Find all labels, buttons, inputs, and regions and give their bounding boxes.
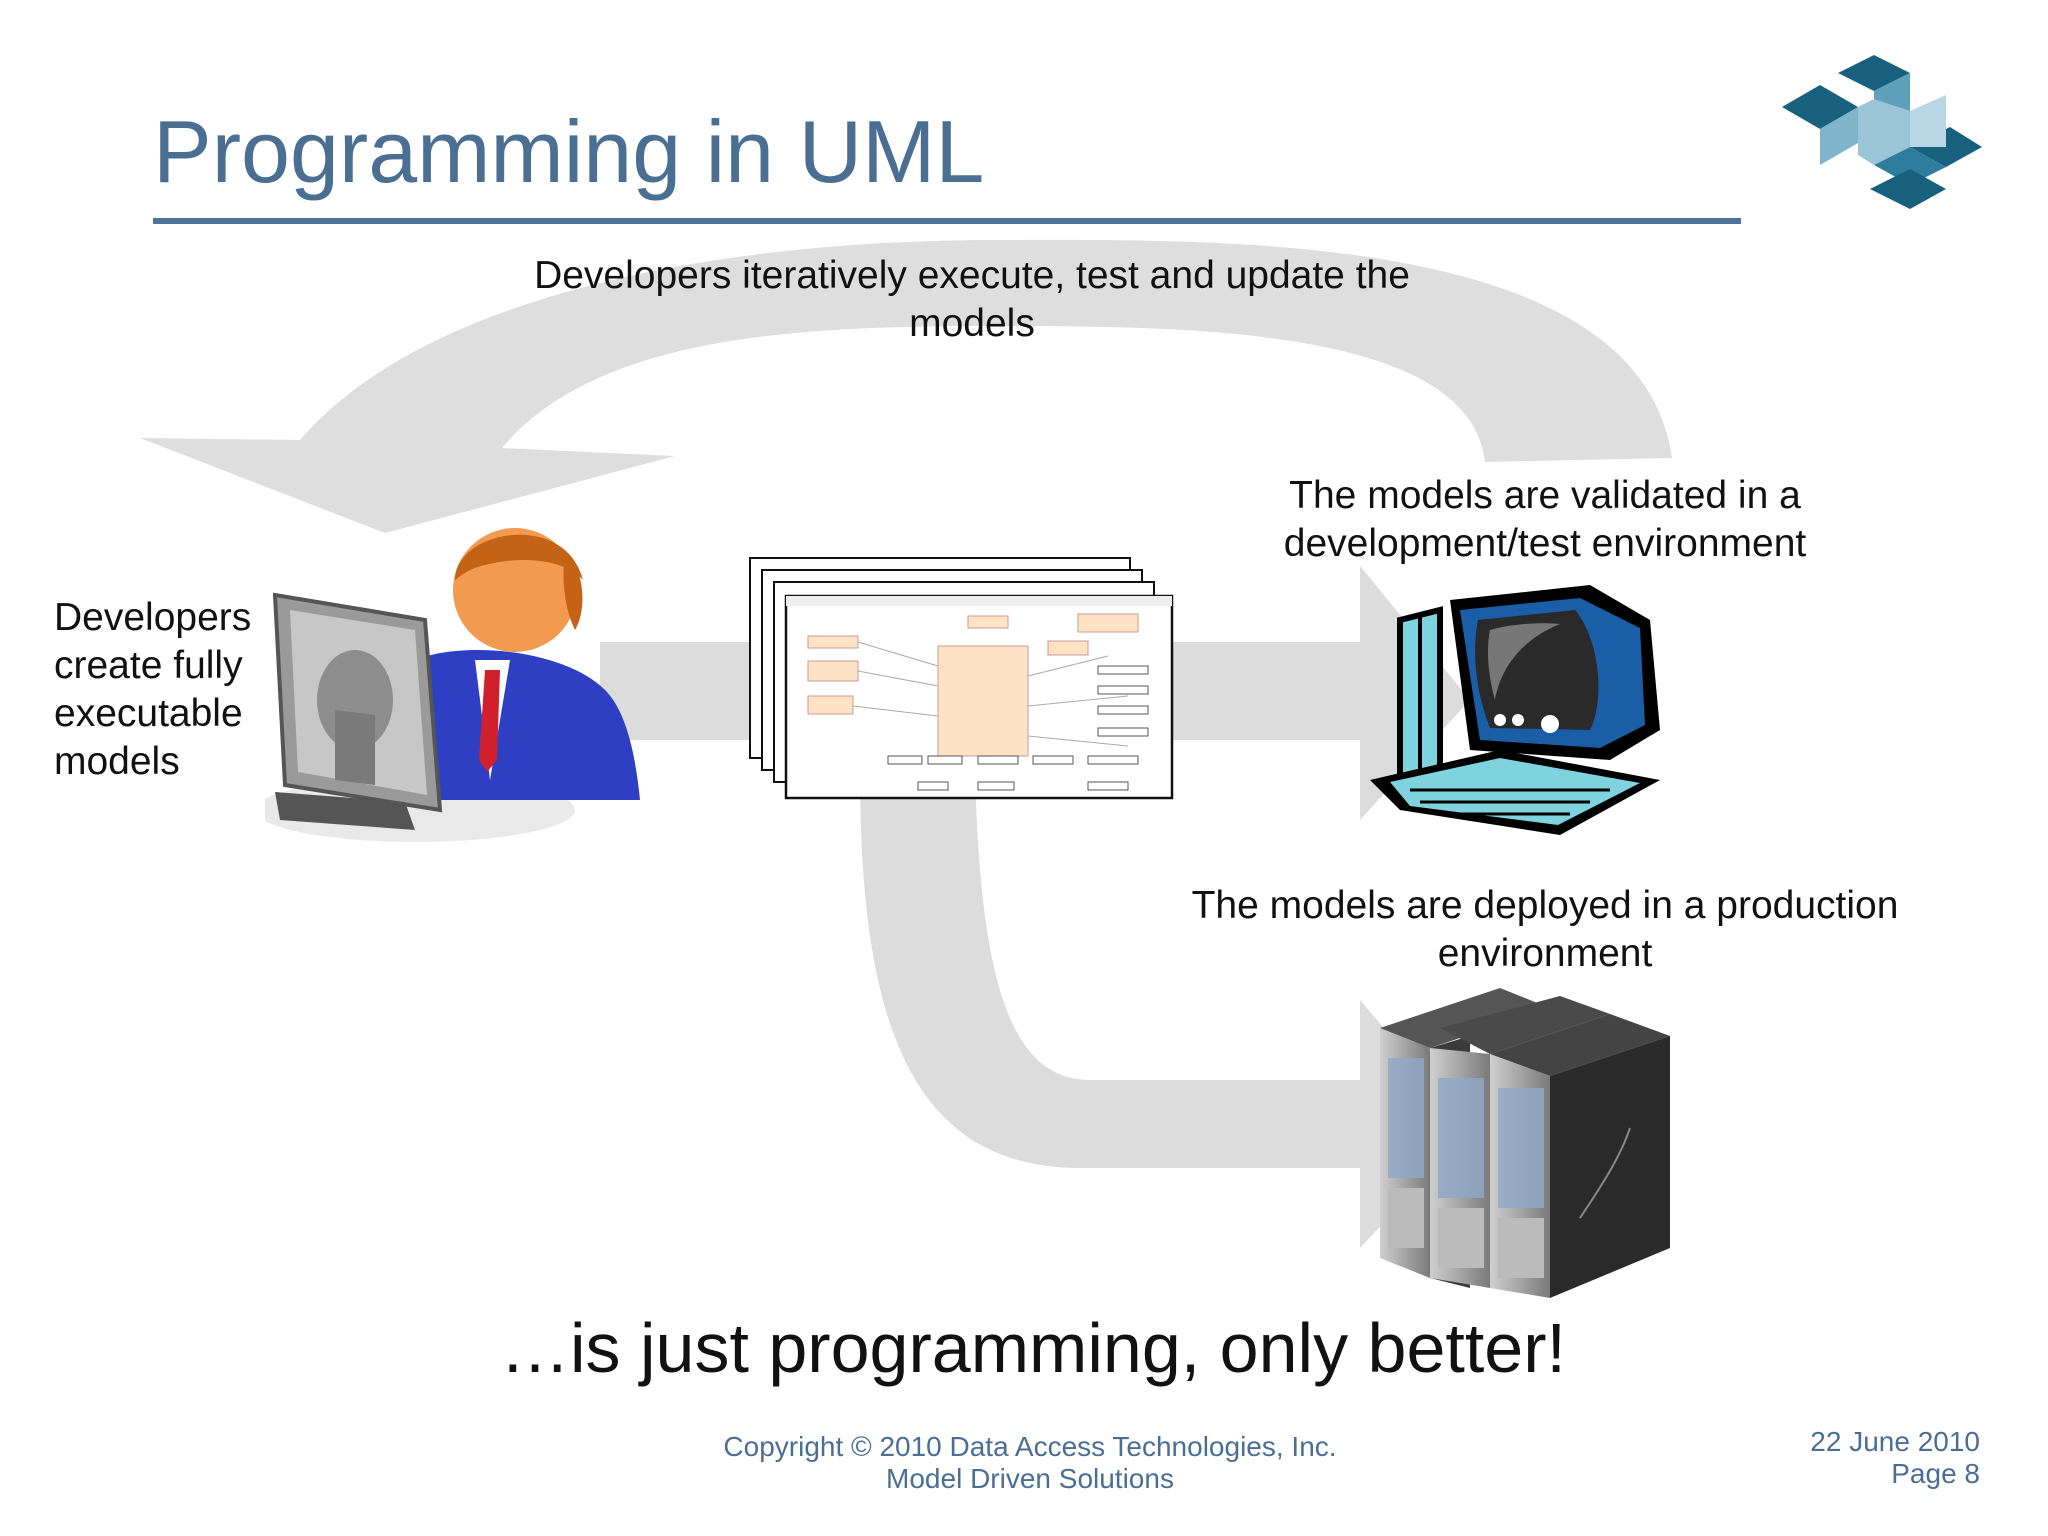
footer-company: Model Driven Solutions: [886, 1463, 1174, 1494]
deploy-arrow: [860, 770, 1470, 1248]
footer-page: Page 8: [1891, 1458, 1980, 1489]
caption-iterate: Developers iteratively execute, test and…: [534, 254, 1410, 345]
footer-date-block: 22 June 2010 Page 8: [1640, 1426, 1980, 1490]
footer-copyright: Copyright © 2010 Data Access Technologie…: [723, 1431, 1337, 1462]
caption-deploy: The models are deployed in a production …: [1191, 884, 1899, 975]
feedback-arrow: [140, 239, 1672, 533]
desktop-computer-icon: [1370, 585, 1660, 835]
developer-at-computer-icon: [265, 528, 640, 842]
slide-title: Programming in UML: [153, 102, 985, 201]
title-underline: [153, 218, 1741, 224]
uml-diagram-stack-icon: [749, 557, 1174, 800]
footer-copyright-block: Copyright © 2010 Data Access Technologie…: [620, 1431, 1440, 1495]
caption-create: Developers create fully executable model…: [54, 596, 252, 783]
tagline: …is just programming, only better!: [500, 1309, 1566, 1387]
caption-validate: The models are validated in a developmen…: [1283, 474, 1807, 565]
footer-date: 22 June 2010: [1810, 1426, 1980, 1457]
logo-icon: [1782, 55, 1982, 209]
server-rack-icon: [1380, 988, 1670, 1298]
